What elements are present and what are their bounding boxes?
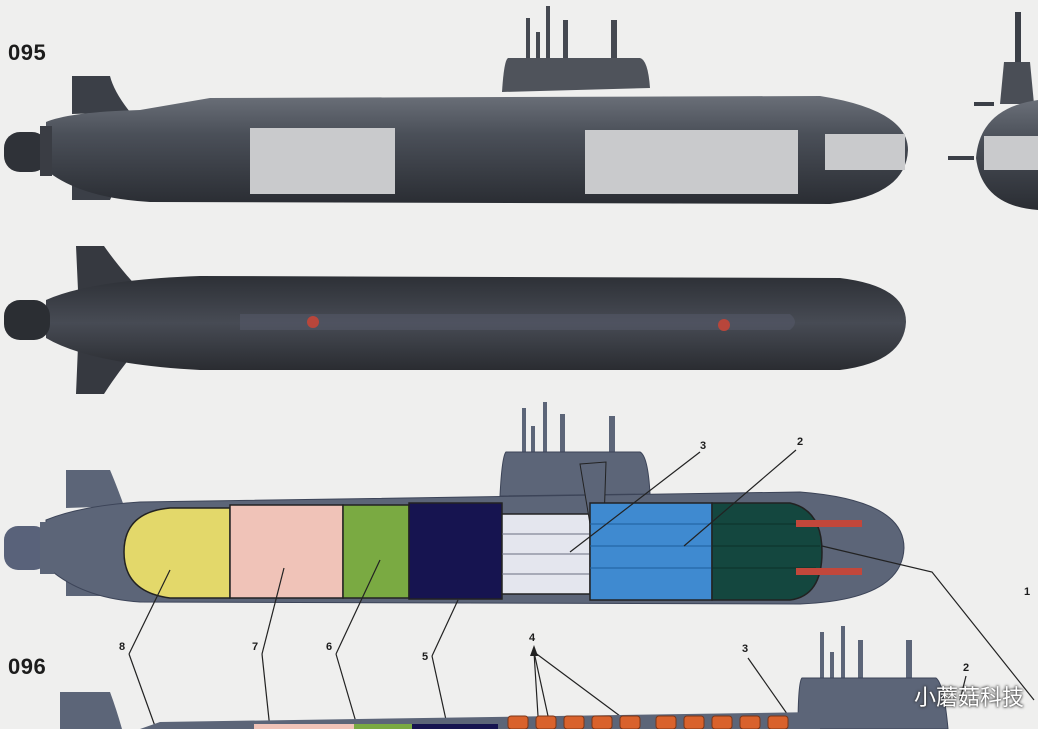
callout-2: 2 xyxy=(797,436,804,448)
callout-arrowheads xyxy=(530,645,538,656)
hull-panel xyxy=(585,130,798,194)
watermark: 小蘑菇科技 xyxy=(913,686,1024,711)
callout-3-096: 3 xyxy=(742,643,749,655)
callout-8: 8 xyxy=(119,641,126,653)
torpedo-tube xyxy=(796,520,862,527)
sub-095-cutaway xyxy=(4,402,1035,729)
callout-2-096: 2 xyxy=(963,662,970,674)
sub-096-label: 096 xyxy=(8,654,47,679)
sub-095-front-view xyxy=(948,12,1038,210)
sub-095-side-view xyxy=(4,6,908,204)
callout-1: 1 xyxy=(1024,586,1031,598)
hull-panel xyxy=(250,128,395,194)
callout-3: 3 xyxy=(700,440,707,452)
hatch-marker xyxy=(718,319,730,331)
hull-panel xyxy=(825,134,905,170)
torpedo-tube xyxy=(796,568,862,575)
sub-095-top-view xyxy=(4,246,906,394)
callout-lines xyxy=(128,449,1035,729)
callout-4: 4 xyxy=(529,632,536,644)
sub-095-label: 095 xyxy=(8,40,47,65)
callout-5: 5 xyxy=(422,651,429,663)
callout-7: 7 xyxy=(252,641,259,653)
vls-tubes xyxy=(507,715,789,729)
callout-6: 6 xyxy=(326,641,333,653)
hatch-marker xyxy=(307,316,319,328)
sub-096-side-view xyxy=(60,626,949,729)
